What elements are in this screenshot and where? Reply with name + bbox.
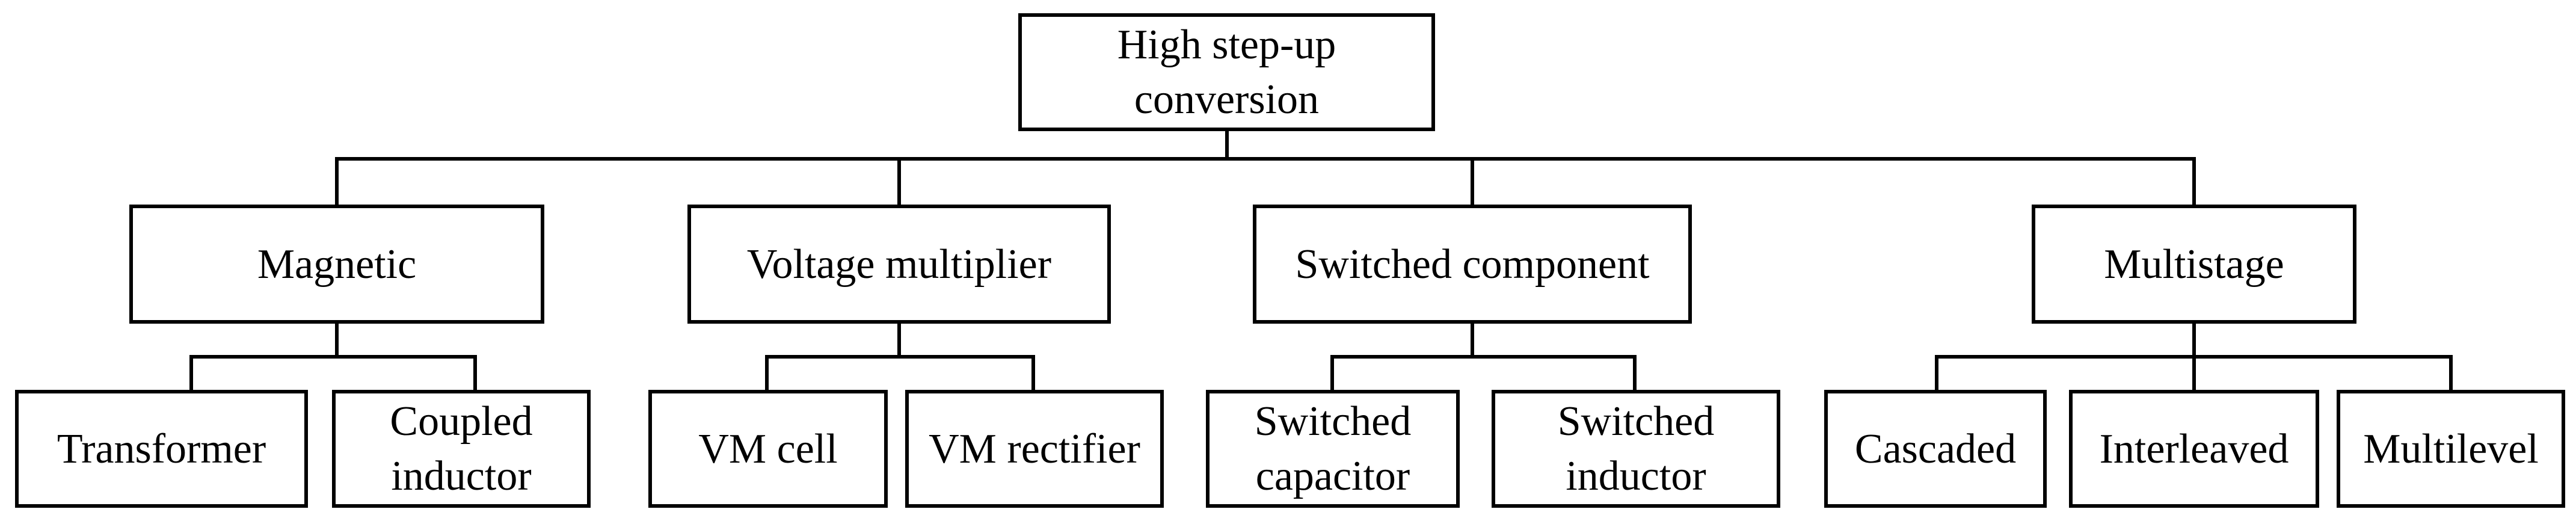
category-node-switched-component: Switched component [1253,205,1692,324]
root-node: High step-up conversion [1018,13,1435,131]
leaf-node-vm-cell: VM cell [648,390,888,508]
leaf-node-coupled-inductor: Coupled inductor [332,390,591,508]
leaf-node-transformer: Transformer [15,390,308,508]
leaf-node-cascaded: Cascaded [1824,390,2047,508]
leaf-node-multilevel: Multilevel [2337,390,2565,508]
leaf-node-interleaved: Interleaved [2069,390,2319,508]
category-node-multistage: Multistage [2032,205,2356,324]
leaf-node-vm-rectifier: VM rectifier [905,390,1164,508]
leaf-node-switched-inductor: Switched inductor [1492,390,1780,508]
category-node-magnetic: Magnetic [129,205,544,324]
leaf-node-switched-capacitor: Switched capacitor [1206,390,1460,508]
category-node-voltage-multiplier: Voltage multiplier [687,205,1111,324]
